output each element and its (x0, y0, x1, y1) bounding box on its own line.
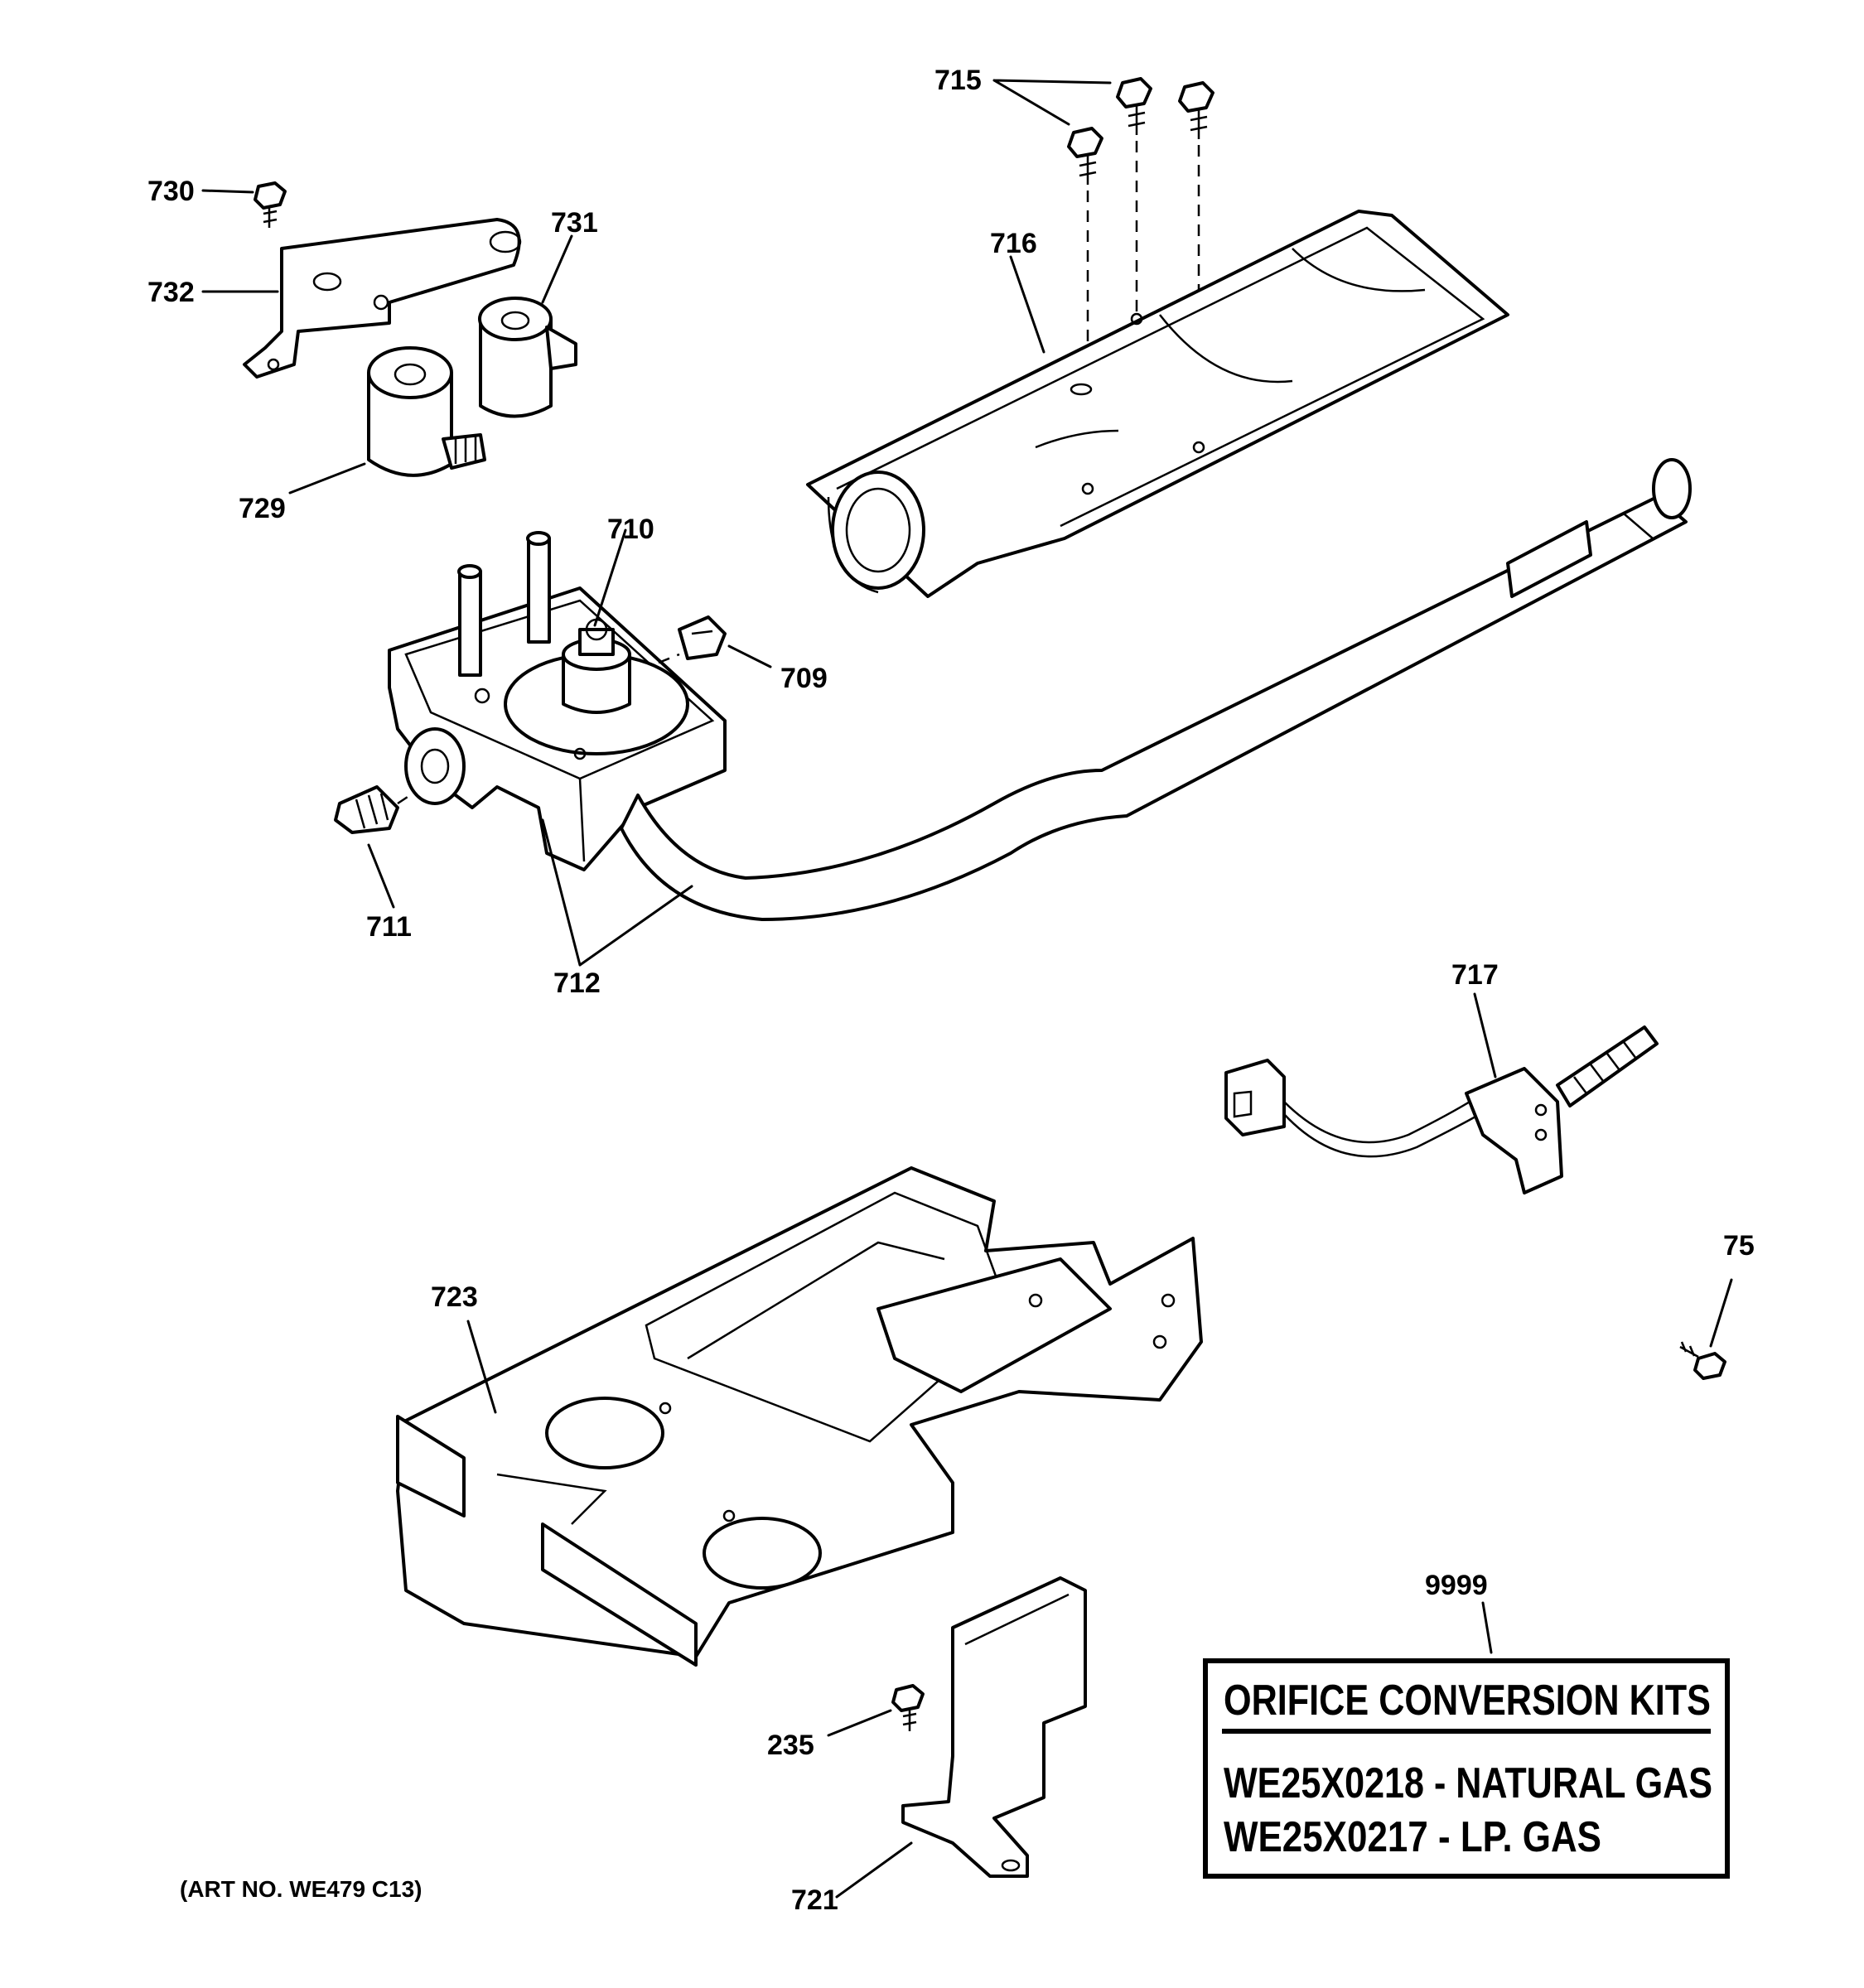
gas-valve (388, 531, 727, 871)
callout-730: 730 (147, 176, 195, 207)
callout-710: 710 (607, 514, 654, 545)
callout-717: 717 (1451, 959, 1499, 991)
burner-tube (620, 458, 1692, 921)
screw-icon (254, 181, 287, 228)
fitting-711 (334, 785, 399, 834)
burner-base-plate (396, 1166, 1203, 1667)
valve-coil-small (478, 297, 577, 418)
callout-712: 712 (553, 967, 601, 999)
callout-75: 75 (1723, 1230, 1755, 1262)
burner-shield (806, 210, 1509, 598)
screw-icon (891, 1684, 925, 1731)
screw-icon (1067, 127, 1103, 185)
callout-731: 731 (551, 207, 598, 239)
callout-729: 729 (239, 493, 286, 524)
igniter (1224, 1025, 1659, 1194)
callout-732: 732 (147, 277, 195, 308)
screw-icon (1178, 81, 1214, 139)
orifice-kit-box: ORIFICE CONVERSION KITS WE25X0218 - NATU… (1203, 1658, 1730, 1879)
fitting-709 (678, 615, 727, 660)
callout-716: 716 (990, 228, 1037, 259)
kit-box-title: ORIFICE CONVERSION KITS (1224, 1677, 1711, 1725)
kit-box-line-lp-gas: WE25X0217 - LP. GAS (1224, 1813, 1601, 1861)
callout-723: 723 (431, 1281, 478, 1313)
callout-235: 235 (767, 1730, 814, 1761)
valve-bracket (243, 218, 522, 379)
screw-715-group (1067, 77, 1214, 489)
callout-715: 715 (934, 65, 982, 96)
screw-icon (1116, 77, 1152, 135)
screw-icon (1679, 1341, 1726, 1380)
valve-coil-large (367, 346, 486, 477)
art-number: (ART NO. WE479 C13) (180, 1876, 423, 1902)
kit-box-line-natural-gas: WE25X0218 - NATURAL GAS (1224, 1759, 1712, 1807)
callout-9999: 9999 (1425, 1570, 1488, 1601)
igniter-bracket (901, 1576, 1087, 1878)
callout-709: 709 (780, 663, 828, 694)
callout-711: 711 (366, 911, 412, 943)
callout-721: 721 (791, 1884, 838, 1916)
